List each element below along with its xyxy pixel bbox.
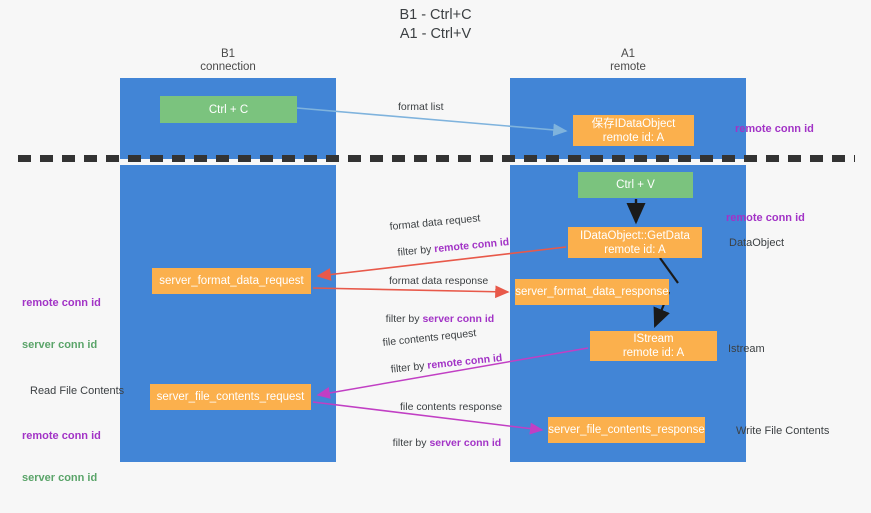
annotation-left-bottom-remote: remote conn id: [22, 430, 101, 442]
edge-label-format-data-response: format data response: [389, 275, 489, 287]
page-title: B1 - Ctrl+C A1 - Ctrl+V: [399, 7, 472, 42]
annotation-write-file-contents: Write File Contents: [736, 425, 830, 437]
column-header-a1: A1 remote: [610, 48, 646, 73]
annotation-istream: Istream: [728, 343, 765, 355]
filter-prefix: filter by: [397, 243, 435, 259]
node-istream[interactable]: IStream remote id: A: [590, 331, 717, 361]
node-idataobject-getdata[interactable]: IDataObject::GetData remote id: A: [568, 227, 702, 258]
annotation-left-mid-server: server conn id: [22, 339, 98, 351]
annotation-dataobject: DataObject: [729, 237, 785, 249]
edge-format-data-response: [312, 285, 510, 299]
edge-label-format-data-response-filter: filter by server conn id: [374, 298, 495, 340]
annotation-left-mid: remote conn id server conn id: [22, 268, 101, 380]
lane-b1-bottom: [120, 165, 336, 462]
annotation-left-bottom: remote conn id server conn id: [22, 401, 101, 513]
edge-label-file-contents-response-filter: filter by server conn id: [381, 422, 502, 464]
node-ctrl-v[interactable]: Ctrl + V: [578, 172, 693, 198]
edge-label-format-list: format list: [398, 101, 444, 113]
node-server-file-contents-response[interactable]: server_file_contents_response: [548, 417, 705, 443]
annotation-left-mid-remote: remote conn id: [22, 297, 101, 309]
filter-key: remote conn id: [433, 236, 510, 256]
annotation-left-bottom-server: server conn id: [22, 472, 98, 484]
filter-prefix: filter by: [392, 437, 430, 449]
annotation-remote-conn-id-top: remote conn id: [735, 123, 814, 135]
filter-key: remote conn id: [426, 351, 503, 372]
filter-key: server conn id: [422, 313, 495, 325]
filter-prefix: filter by: [385, 313, 423, 325]
node-server-format-data-request[interactable]: server_format_data_request: [152, 268, 311, 294]
annotation-remote-conn-id-mid: remote conn id: [726, 212, 805, 224]
filter-prefix: filter by: [390, 359, 428, 376]
filter-key: server conn id: [429, 437, 502, 449]
node-idataobject[interactable]: 保存IDataObject remote id: A: [573, 115, 694, 146]
node-ctrl-c[interactable]: Ctrl + C: [160, 96, 297, 123]
annotation-read-file-contents: Read File Contents: [30, 385, 125, 397]
diagram-canvas: B1 - Ctrl+C A1 - Ctrl+V B1 connection A1…: [18, 7, 855, 484]
column-header-b1: B1 connection: [200, 48, 256, 73]
phase-divider: [18, 155, 855, 162]
node-server-format-data-response[interactable]: server_format_data_response: [515, 279, 669, 305]
edge-label-file-contents-response: file contents response: [400, 401, 503, 413]
node-server-file-contents-request[interactable]: server_file_contents_request: [150, 384, 311, 410]
